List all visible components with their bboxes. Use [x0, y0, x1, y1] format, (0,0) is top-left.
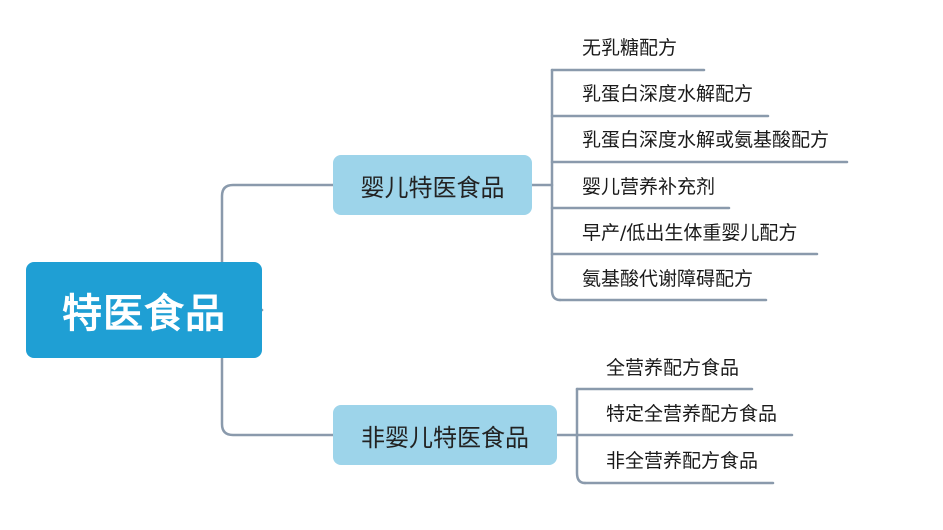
root-node: 特医食品: [26, 262, 262, 358]
branch-node-infant: 婴儿特医食品: [333, 155, 532, 215]
leaf-node: 乳蛋白深度水解配方: [582, 83, 754, 105]
leaf-node: 早产/低出生体重婴儿配方: [582, 222, 798, 244]
branch-2-bracket-line: [575, 387, 587, 485]
root-to-branch-1-line: [220, 183, 335, 312]
leaf-node: 无乳糖配方: [582, 37, 678, 59]
branch-node-non-infant: 非婴儿特医食品: [333, 405, 557, 465]
branch-label: 婴儿特医食品: [360, 173, 505, 202]
branch-label: 非婴儿特医食品: [361, 423, 529, 452]
root-label: 特医食品: [62, 291, 226, 337]
leaf-node: 非全营养配方食品: [606, 450, 759, 472]
leaf-node: 全营养配方食品: [606, 357, 740, 379]
leaf-node: 特定全营养配方食品: [606, 403, 778, 425]
leaf-node: 乳蛋白深度水解或氨基酸配方: [582, 129, 830, 151]
root-to-branch-2-line: [220, 308, 335, 437]
leaf-node: 婴儿营养补充剂: [582, 176, 716, 198]
branch-1-bracket-line: [550, 68, 562, 302]
leaf-node: 氨基酸代谢障碍配方: [582, 268, 754, 290]
